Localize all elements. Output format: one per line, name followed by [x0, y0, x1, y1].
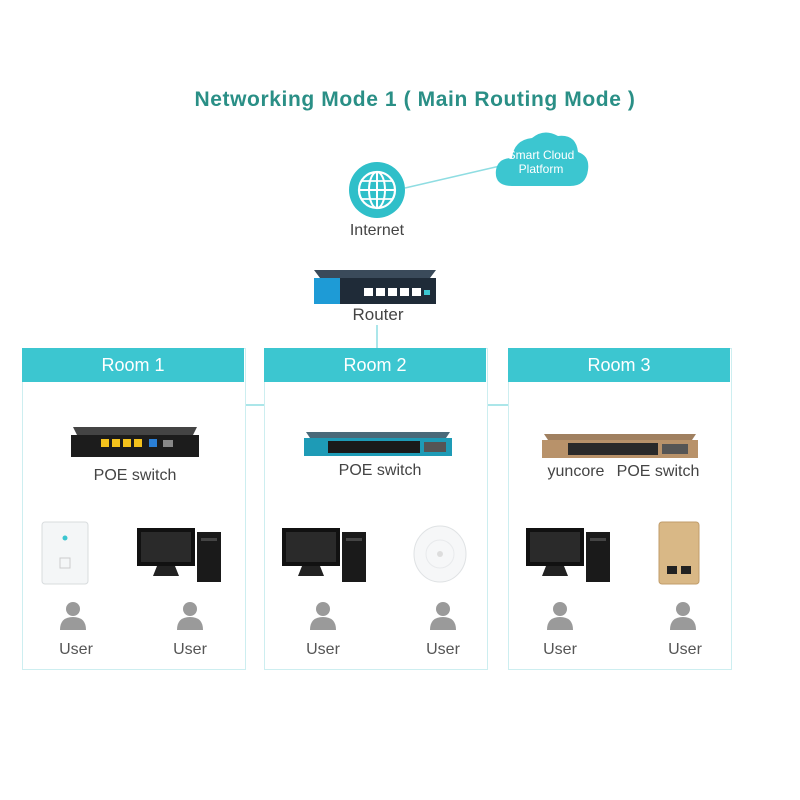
user-icon: [547, 602, 573, 630]
desktop-computer-icon: [137, 528, 221, 582]
room-3-header: Room 3: [508, 348, 730, 382]
room-2-panel: [264, 348, 488, 670]
room-1-header: Room 1: [22, 348, 244, 382]
poe-switch-1-icon: [71, 427, 199, 457]
cloud-label-line2: Platform: [518, 162, 564, 176]
cloud-label-line1: Smart Cloud: [507, 148, 575, 162]
poe-switch-3-icon: [542, 434, 698, 458]
poe-switch-2-label: POE switch: [338, 462, 422, 479]
user-icon: [177, 602, 203, 630]
internet-label: Internet: [349, 222, 405, 239]
room-3-panel: [508, 348, 732, 670]
poe-switch-2-icon: [304, 432, 452, 456]
router-label: Router: [352, 305, 404, 324]
router-icon: [314, 270, 436, 304]
ceiling-access-point-icon: [413, 525, 467, 583]
user-label: User: [543, 641, 577, 658]
user-label: User: [173, 641, 207, 658]
diagram-title: Networking Mode 1 ( Main Routing Mode ): [194, 88, 636, 111]
user-label: User: [306, 641, 340, 658]
cloud-label: Smart Cloud Platform: [496, 148, 586, 176]
wall-access-point-icon: [41, 521, 89, 585]
cloud-icon: [495, 132, 589, 186]
user-icon: [60, 602, 86, 630]
user-icon: [670, 602, 696, 630]
globe-icon: [349, 162, 405, 218]
user-label: User: [59, 641, 93, 658]
desktop-computer-icon: [526, 528, 610, 582]
poe-switch-3-label: POE switch: [616, 463, 700, 480]
user-label: User: [668, 641, 702, 658]
poe-switch-1-label: POE switch: [93, 467, 177, 484]
room-2-header: Room 2: [264, 348, 486, 382]
wall-access-point-icon: [658, 521, 700, 585]
room-1-panel: [22, 348, 246, 670]
user-icon: [430, 602, 456, 630]
user-label: User: [426, 641, 460, 658]
desktop-computer-icon: [282, 528, 366, 582]
poe-switch-3-brand: yuncore: [547, 463, 605, 480]
user-icon: [310, 602, 336, 630]
